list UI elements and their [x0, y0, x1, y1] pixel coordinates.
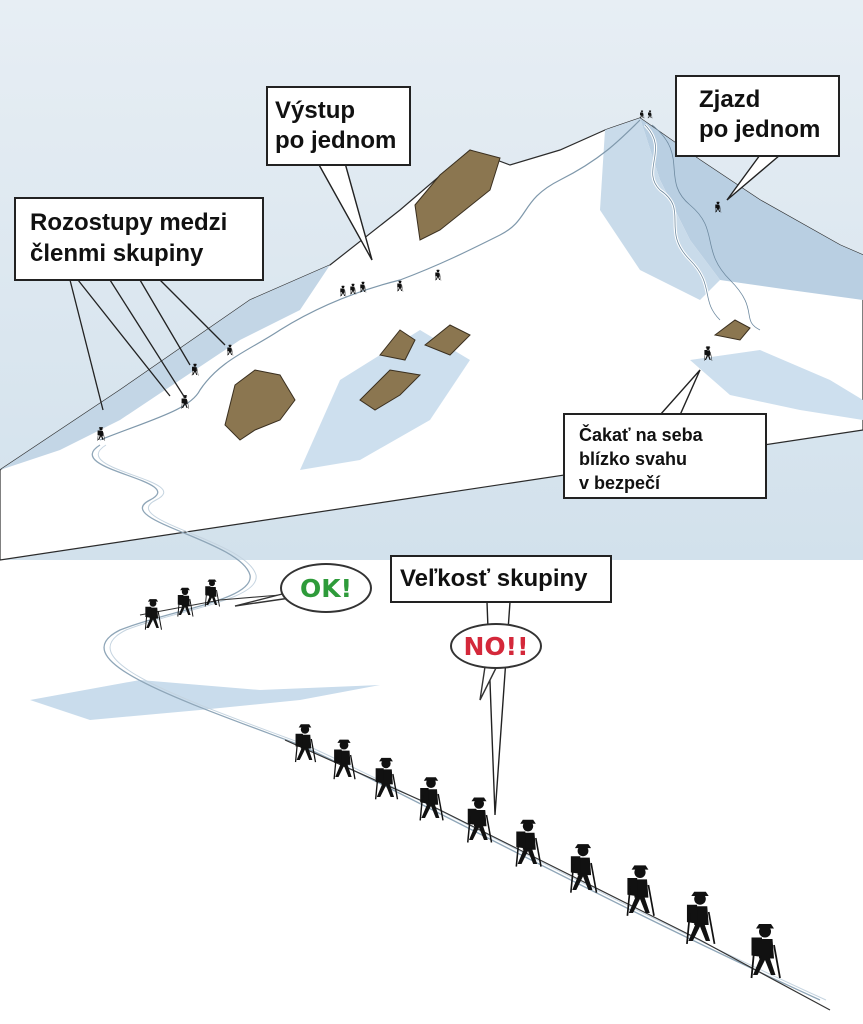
spacing-pointer-2	[77, 279, 171, 397]
foreground-slope	[284, 739, 831, 1011]
hikers-small-group	[144, 579, 220, 631]
rock-left	[224, 369, 296, 441]
ridge-line-upper	[139, 594, 281, 616]
spacing-pointer-1	[69, 279, 104, 411]
rock-summit	[414, 149, 501, 241]
hiker	[750, 923, 781, 979]
rock-mid-3	[359, 369, 422, 411]
hiker	[626, 864, 655, 917]
bubble-tail-no	[479, 659, 501, 701]
callout-spacing: Rozostupy medzi členmi skupiny	[14, 197, 264, 281]
spacing-pointer-4	[139, 279, 191, 366]
hiker	[294, 723, 317, 763]
hiker	[570, 843, 598, 894]
rock-mid-2	[424, 324, 471, 356]
ski-track-2	[651, 124, 761, 331]
hiker	[467, 796, 493, 844]
ascent-trail	[99, 119, 641, 441]
face-shadow-right-2	[600, 118, 720, 300]
face-shadow-right	[640, 118, 863, 300]
rock-mid-1	[379, 329, 416, 361]
hiker	[144, 598, 163, 631]
slope-shadow-right	[690, 350, 863, 420]
hiker	[374, 757, 399, 800]
callout-ascent: Výstup po jednom	[266, 86, 411, 166]
spacing-pointer-3	[109, 279, 186, 399]
hiker	[333, 738, 356, 780]
rock-right	[713, 319, 751, 341]
hiker	[686, 890, 716, 945]
spacing-pointers	[69, 279, 226, 411]
callout-wait: Čakať na seba blízko svahu v bezpečí	[563, 413, 767, 499]
hikers-large-group	[294, 723, 781, 979]
lower-trail	[91, 444, 821, 1001]
callout-descent: Zjazd po jednom	[675, 75, 840, 157]
ski-track-1-edge	[644, 124, 721, 321]
spacing-pointer-5	[159, 279, 226, 346]
callout-group-size: Veľkosť skupiny	[390, 555, 612, 603]
slope-shadow-far	[30, 680, 380, 720]
bubble-no: NO!!	[450, 623, 542, 669]
bubble-ok: OK!	[280, 563, 372, 613]
